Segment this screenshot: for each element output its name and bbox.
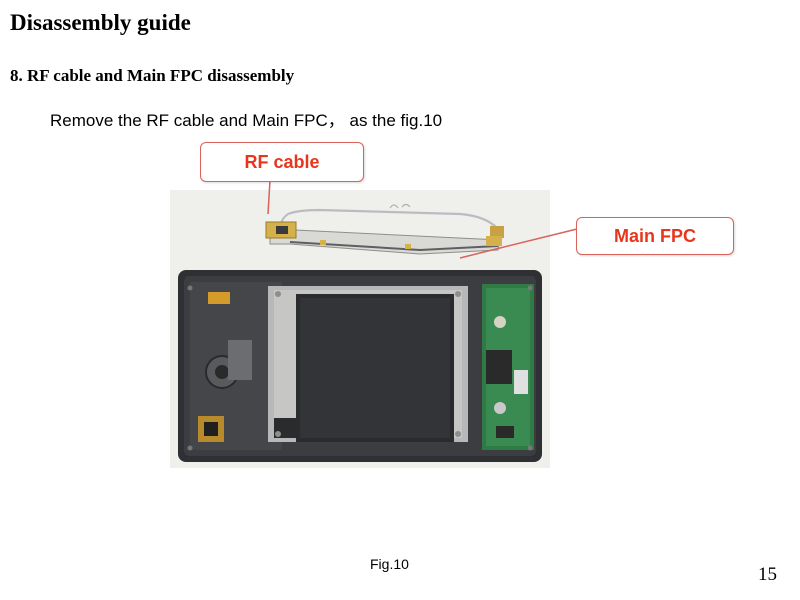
phone-frame xyxy=(178,270,542,462)
rf-cable-callout: RF cable xyxy=(200,142,364,182)
figure-caption: Fig.10 xyxy=(370,556,409,572)
disassembly-photo xyxy=(170,190,550,468)
instruction-text: Remove the RF cable and Main FPC， as the… xyxy=(50,111,443,130)
main-fpc-callout: Main FPC xyxy=(576,217,734,255)
page-number: 15 xyxy=(758,564,777,585)
slide-title: Disassembly guide xyxy=(10,10,191,35)
section-heading: 8. RF cable and Main FPC disassembly xyxy=(10,66,295,85)
main-fpc-part xyxy=(265,221,502,255)
